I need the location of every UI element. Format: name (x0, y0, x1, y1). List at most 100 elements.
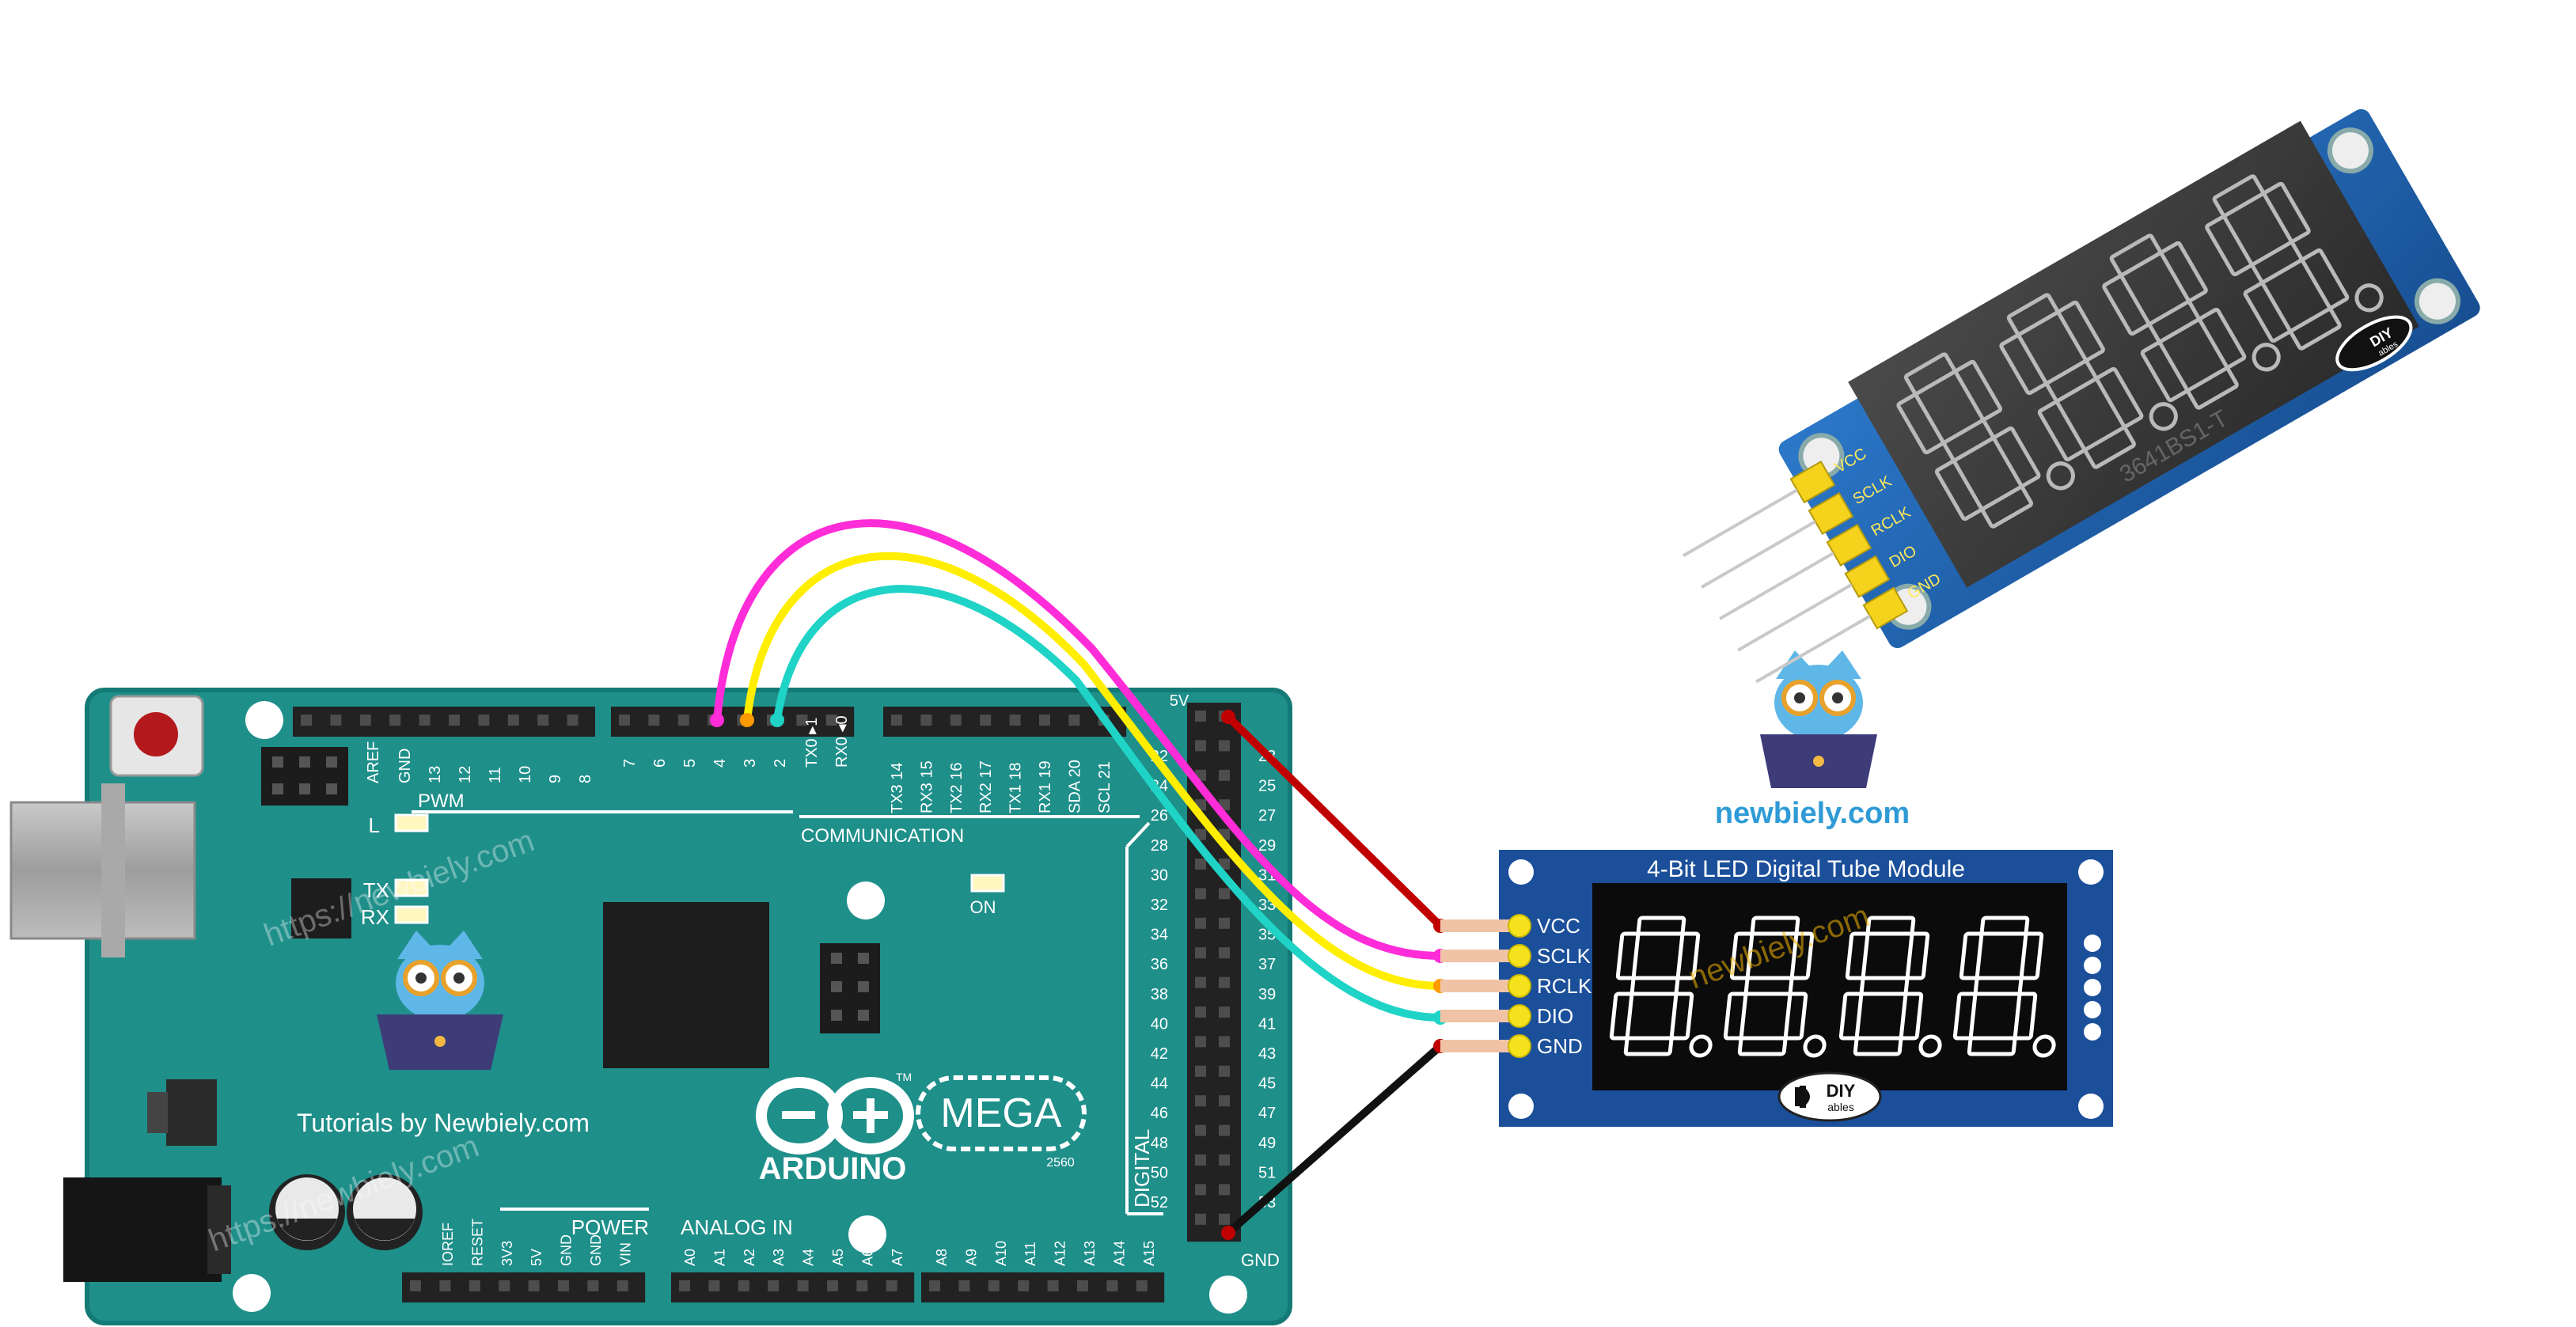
bottom-power-header (402, 1272, 1165, 1302)
wire-dio (773, 585, 1444, 1022)
header-body (402, 1272, 646, 1302)
photo-pin-leg (1701, 520, 1816, 589)
module-pin-pad (1508, 944, 1531, 968)
right-pin-label: 37 (1258, 956, 1276, 973)
wire-end-sclk (710, 713, 724, 727)
analog-pin-label: A4 (801, 1249, 817, 1266)
header-pin (1195, 1213, 1206, 1225)
header-body (883, 707, 1127, 737)
header-pin (616, 1280, 628, 1291)
header-body (671, 1272, 915, 1302)
led-tx-label: TX (363, 878, 389, 902)
header-pin (1195, 1124, 1206, 1136)
icsp-header-2 (820, 943, 880, 1033)
photo-digit (2205, 174, 2384, 351)
analog-pin-label: A2 (742, 1249, 757, 1266)
header-pin (478, 715, 490, 726)
top-pin-label: 11 (487, 767, 504, 783)
photo-hole (1798, 433, 1845, 480)
right-pin-label: 50 (1151, 1164, 1168, 1181)
right-pin-label: 48 (1151, 1135, 1168, 1152)
wires (710, 519, 1447, 1240)
voltage-regulator (166, 1079, 217, 1146)
mega-badge (916, 1075, 1087, 1151)
module-pin-label: DIO (1537, 1004, 1573, 1028)
led-l (394, 813, 429, 832)
icsp-header (261, 747, 348, 806)
module-pin-label: SCLK (1537, 944, 1592, 968)
header-pin (330, 715, 342, 726)
header-pin (558, 1280, 569, 1291)
usb-chip (291, 878, 351, 938)
top-pin-label: 8 (577, 775, 594, 783)
header-pin (1106, 1280, 1118, 1291)
module-side-pads (2084, 935, 2101, 1041)
module-pin-pad (1508, 914, 1531, 938)
photo-digit (1896, 352, 2075, 529)
header-pin (920, 715, 932, 726)
analog-pin-label: A12 (1053, 1241, 1068, 1266)
photo-pin-leg (1755, 614, 1871, 684)
analog-pin-label: A10 (993, 1241, 1009, 1266)
mega-text: MEGA (940, 1090, 1061, 1136)
header-pin (301, 715, 312, 726)
top-pin-label: 7 (621, 759, 639, 768)
header-pin (1195, 740, 1206, 752)
owl-mascot-icon (377, 931, 503, 1070)
header-pin (677, 715, 689, 726)
photo-digits (1896, 174, 2384, 529)
brand-name: newbiely.com (1715, 797, 1910, 830)
header-pin (439, 1280, 451, 1291)
gnd-bottom-label: GND (1241, 1250, 1280, 1270)
right-pin-label: 32 (1151, 897, 1168, 914)
wire-end-rclk (740, 713, 754, 727)
photo-pin-leg (1737, 583, 1853, 652)
right-5v-label: 5V (1170, 692, 1189, 710)
wire-end-dio (770, 713, 784, 727)
header-pin (537, 715, 549, 726)
reset-button-cap (134, 712, 178, 756)
header-pin (1195, 947, 1206, 959)
power-pin-label: VIN (617, 1242, 633, 1266)
header-pin (1195, 976, 1206, 988)
right-pin-label: 30 (1151, 866, 1168, 884)
led-rx (394, 905, 429, 924)
mount-hole (847, 882, 885, 919)
header-pin (1195, 1154, 1206, 1166)
module-hole (1508, 859, 1534, 885)
wire-gnd (1224, 1042, 1444, 1237)
right-pin-label: 27 (1258, 807, 1276, 825)
top-pin-label: AREF (365, 741, 382, 783)
right-pin-label: 42 (1151, 1045, 1168, 1063)
header-pin (449, 715, 460, 726)
header-pin (797, 1280, 809, 1291)
analog-pin-label: A13 (1082, 1241, 1098, 1266)
header-body (921, 1272, 1165, 1302)
top-pin-label: 10 (517, 766, 534, 783)
analog-pin-label: A8 (934, 1249, 950, 1266)
header-pin (980, 715, 992, 726)
tutorials-text: Tutorials by Newbiely.com (297, 1109, 590, 1137)
analog-pin-label: A6 (859, 1249, 875, 1266)
header-pin (1219, 1007, 1230, 1018)
module-hole (2078, 1094, 2104, 1119)
right-pin-label: 40 (1151, 1015, 1168, 1033)
header-pin (1219, 947, 1230, 959)
module-digit (1723, 916, 1827, 1058)
header-pin (507, 715, 519, 726)
right-pin-label: 43 (1258, 1045, 1276, 1063)
right-pin-label: 44 (1151, 1075, 1168, 1093)
right-pin-label: 39 (1258, 986, 1276, 1003)
mount-hole (245, 701, 283, 739)
top-pin-label: 5 (681, 759, 699, 768)
header-pin (1195, 859, 1206, 870)
header-pin (419, 715, 431, 726)
top-pin-label: 12 (457, 766, 474, 783)
header-pin (1219, 769, 1230, 781)
